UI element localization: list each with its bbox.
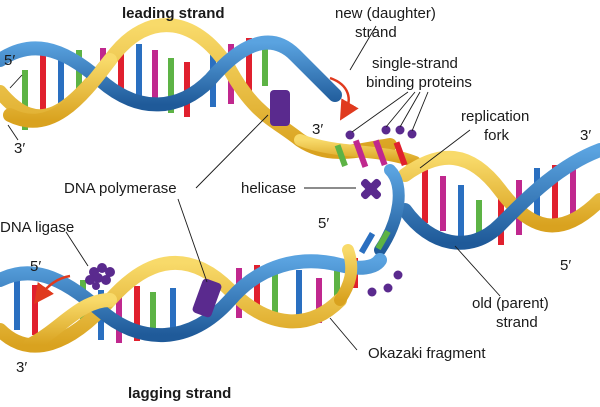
label-helicase: helicase <box>241 180 296 197</box>
label-old-parent-strand-line2: strand <box>496 314 538 331</box>
label-end-3-daughter: 3′ <box>312 121 323 138</box>
ssb-proteins <box>345 125 417 297</box>
label-lagging-strand: lagging strand <box>128 385 231 402</box>
label-end-3-top-left: 3′ <box>14 140 25 157</box>
label-end-5-right: 5′ <box>560 257 571 274</box>
lagging-strand-helix <box>0 229 391 353</box>
leader-lines <box>7 25 501 351</box>
label-ssb-line2: binding proteins <box>366 74 472 91</box>
label-end-5-fork: 5′ <box>318 215 329 232</box>
label-new-daughter-strand-line2: strand <box>355 24 397 41</box>
ssb-protein <box>383 283 393 293</box>
ssb-protein <box>393 270 403 280</box>
helicase-enzyme <box>360 178 382 200</box>
ssb-protein <box>367 287 377 297</box>
label-end-5-top-left: 5′ <box>4 52 15 69</box>
label-replication-fork-line2: fork <box>484 127 510 144</box>
dna-ligase-enzyme <box>85 263 115 290</box>
label-end-3-right: 3′ <box>580 127 591 144</box>
lagging-direction-arrow <box>34 274 71 305</box>
label-dna-polymerase: DNA polymerase <box>64 180 177 197</box>
parent-helix <box>374 143 600 256</box>
label-ssb-line1: single-strand <box>372 55 458 72</box>
ssb-protein <box>395 125 405 135</box>
label-old-parent-strand-line1: old (parent) <box>472 295 549 312</box>
single-strand-region <box>294 134 421 168</box>
daughter-direction-arrow <box>329 76 359 121</box>
label-end-3-bottom-left: 3′ <box>16 359 27 376</box>
label-replication-fork-line1: replication <box>461 108 529 125</box>
leading-strand-helix <box>0 18 397 159</box>
dna-polymerase-top <box>270 90 290 126</box>
label-leading-strand: leading strand <box>122 5 225 22</box>
label-okazaki-fragment: Okazaki fragment <box>368 345 486 362</box>
dna-polymerase-bottom <box>192 278 222 318</box>
label-end-5-bottom-left: 5′ <box>30 258 41 275</box>
label-new-daughter-strand-line1: new (daughter) <box>335 5 436 22</box>
ssb-protein <box>381 125 391 135</box>
ssb-protein <box>345 130 355 140</box>
ssb-protein <box>407 129 417 139</box>
label-dna-ligase: DNA ligase <box>0 219 74 236</box>
